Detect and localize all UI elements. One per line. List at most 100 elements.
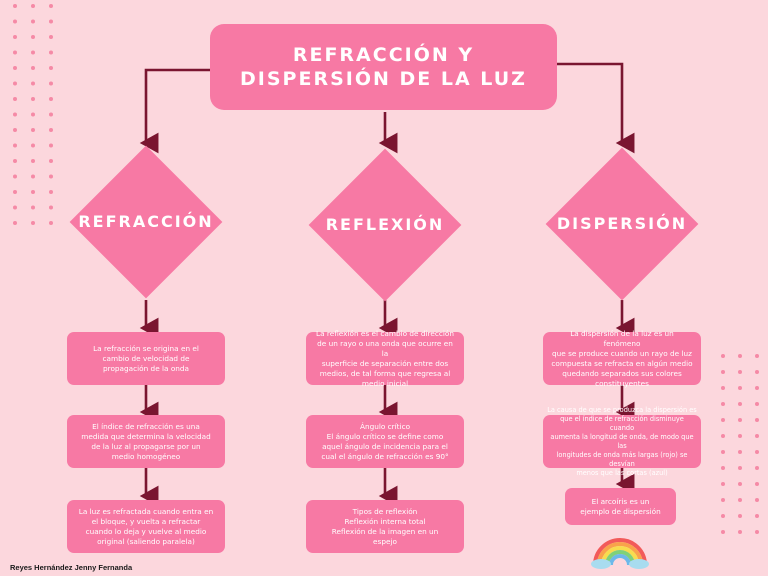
refraccion-box-1: La refracción se origina en el cambio de… [67,332,225,385]
reflexion-box-2: Ángulo crítico El ángulo crítico se defi… [306,415,464,468]
decor-dot [13,35,17,39]
decor-dot [721,402,725,406]
decor-dot [721,482,725,486]
decor-dot [755,482,759,486]
decor-dot [755,466,759,470]
decor-dot [721,466,725,470]
decor-dot [721,370,725,374]
decor-dot [49,66,53,70]
decor-dot [31,19,35,24]
decor-dot [721,418,725,422]
decor-dot [13,205,17,210]
decor-dot [31,205,35,210]
decor-dot [13,112,17,117]
decor-dot [721,530,725,534]
decor-dot [738,386,742,390]
decor-dot [755,370,759,374]
decor-dot [721,498,725,502]
decor-dot [49,221,53,225]
decor-dot [755,418,759,422]
decor-dot [738,530,742,534]
decor-dot [49,143,53,148]
decor-dot [755,498,759,502]
refraccion-box-2: El índice de refracción es una medida qu… [67,415,225,468]
decor-dot [31,97,35,101]
decor-dot [755,386,759,390]
reflexion-text-3: Tipos de reflexión Reflexión interna tot… [331,506,439,546]
decor-dot [31,190,35,194]
decor-dot [738,370,742,374]
dispersion-text-3: El arcoíris es un ejemplo de dispersión [580,496,661,516]
decor-dot [738,450,742,454]
branch-label-reflexion: REFLEXIÓN [325,215,445,234]
refraccion-text-3: La luz es refractada cuando entra en el … [78,506,214,546]
decor-dot [13,4,17,8]
decor-dot [49,128,53,132]
decor-dot [31,128,35,132]
decor-dot [738,514,742,518]
reflexion-text-2: Ángulo crítico El ángulo crítico se defi… [321,421,449,461]
main-title-box: REFRACCIÓN Y DISPERSIÓN DE LA LUZ [210,24,557,110]
decor-dot [13,81,17,86]
decor-dot [31,50,35,55]
decor-dot [13,128,17,132]
refraccion-box-3: La luz es refractada cuando entra en el … [67,500,225,553]
dot-pattern-bottom-right [718,350,768,550]
decor-dot [49,97,53,101]
decor-dot [755,514,759,518]
decor-dot [49,159,53,163]
decor-dot [49,35,53,39]
decor-dot [31,81,35,86]
author-name: Reyes Hernández Jenny Fernanda [10,563,133,572]
decor-dot [755,402,759,406]
decor-dot [49,174,53,179]
decor-dot [721,514,725,518]
decor-dot [31,159,35,163]
dispersion-text-2: La causa de que se produzca la dispersió… [547,405,697,477]
decor-dot [13,97,17,101]
dispersion-box-3: El arcoíris es un ejemplo de dispersión [565,488,676,525]
decor-dot [738,418,742,422]
decor-dot [738,466,742,470]
dot-pattern-top-left [10,0,60,235]
decor-dot [13,143,17,148]
decor-dot [49,190,53,194]
decor-dot [31,112,35,117]
refraccion-text-2: El índice de refracción es una medida qu… [81,421,211,461]
reflexion-box-3: Tipos de reflexión Reflexión interna tot… [306,500,464,553]
decor-dot [721,450,725,454]
decor-dot [755,450,759,454]
decor-dot [31,4,35,8]
decor-dot [13,66,17,70]
decor-dot [13,174,17,179]
dispersion-box-2: La causa de que se produzca la dispersió… [543,406,701,477]
decor-dot [49,19,53,24]
decor-dot [31,66,35,70]
decor-dot [721,386,725,390]
decor-dot [31,221,35,225]
decor-dot [49,81,53,86]
decor-dot [13,19,17,24]
decor-dot [738,434,742,438]
dispersion-text-1: La dispersión de la luz es un fenómeno q… [551,328,693,388]
decor-dot [31,35,35,39]
dispersion-box-1: La dispersión de la luz es un fenómeno q… [543,329,701,388]
decor-dot [738,498,742,502]
rainbow-icon [589,531,651,575]
decor-dot [721,434,725,438]
reflexion-text-1: La reflexión es el cambio de dirección d… [316,328,454,388]
main-title: REFRACCIÓN Y DISPERSIÓN DE LA LUZ [240,44,527,90]
decor-dot [49,4,53,8]
decor-dot [13,159,17,163]
decor-dot [755,530,759,534]
branch-label-dispersion: DISPERSIÓN [556,214,688,233]
decor-dot [721,354,725,358]
decor-dot [738,482,742,486]
decor-dot [49,205,53,210]
branch-label-refraccion: REFRACCIÓN [78,212,214,231]
decor-dot [738,354,742,358]
decor-dot [755,354,759,358]
decor-dot [13,221,17,225]
refraccion-text-1: La refracción se origina en el cambio de… [93,343,199,373]
